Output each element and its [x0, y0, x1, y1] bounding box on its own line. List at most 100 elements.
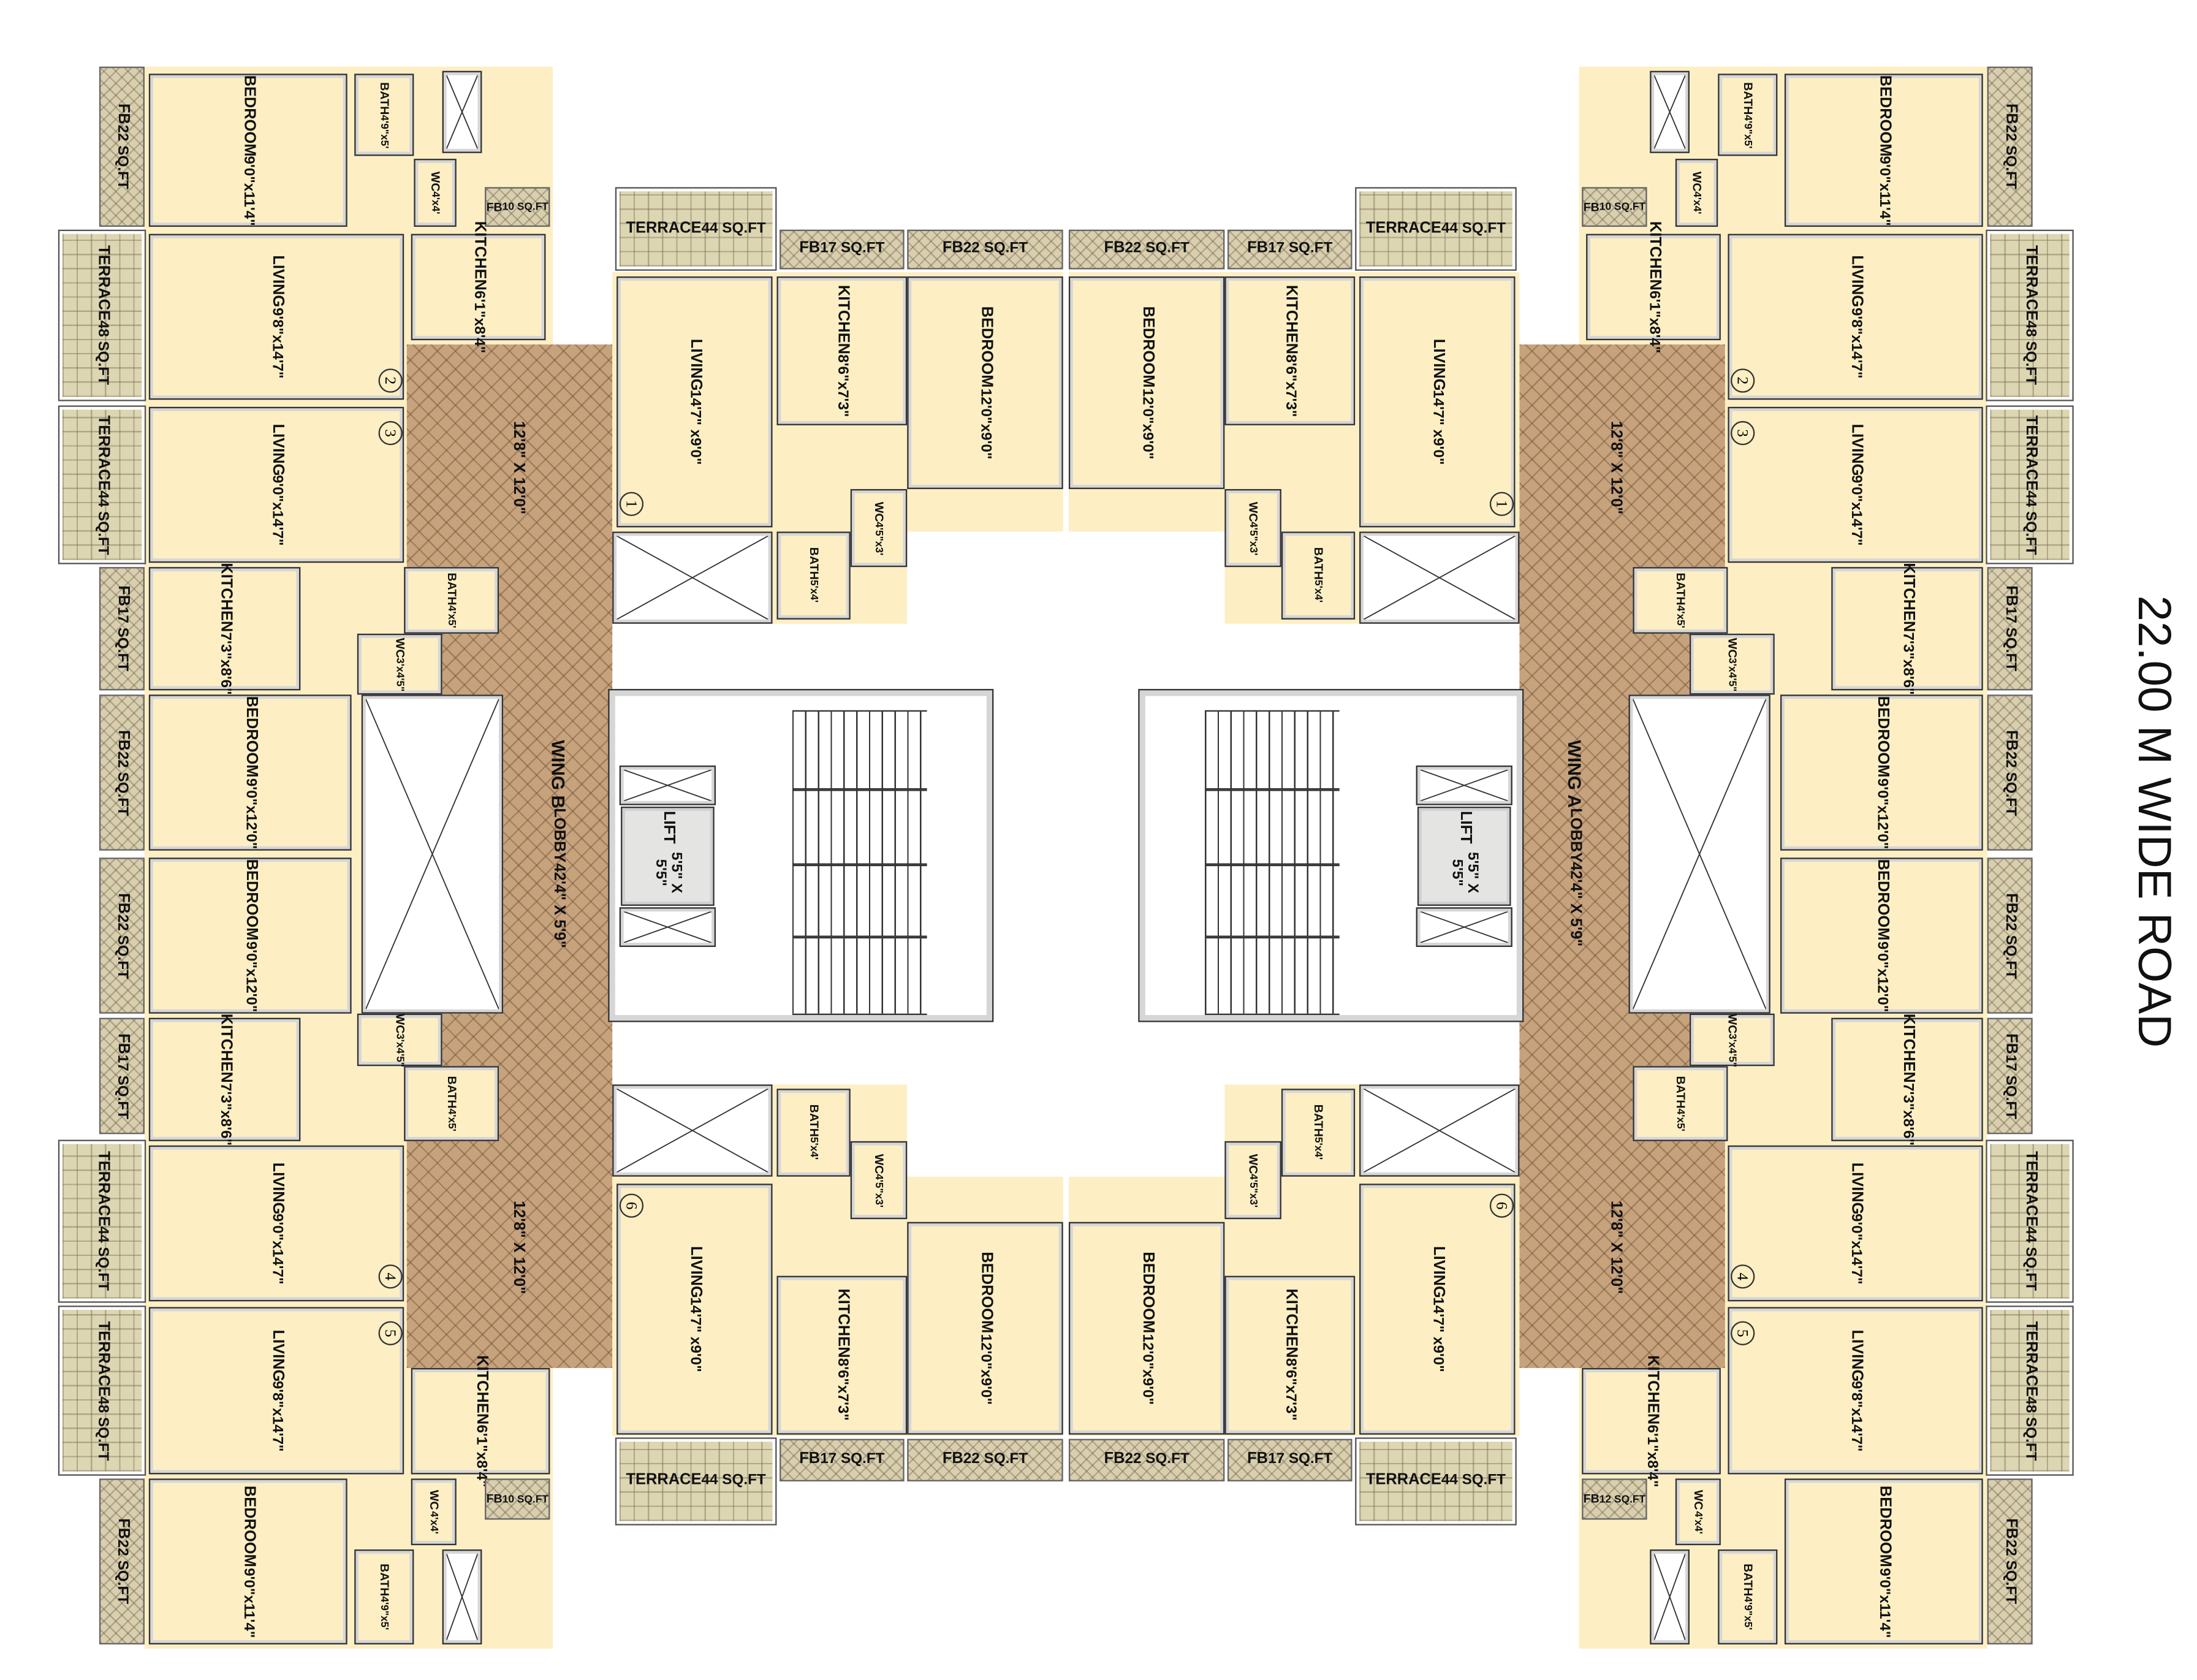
- room-size: 17 SQ.FT: [820, 1451, 885, 1468]
- landing-label: 12'8" X 12'0": [425, 362, 610, 574]
- room-size: 4'9"x5': [378, 114, 392, 148]
- room-size: 44 SQ.FT: [701, 1472, 766, 1489]
- room-name: FB: [114, 586, 132, 607]
- room-name: LIVING: [687, 338, 705, 390]
- room-name: FB: [2002, 892, 2020, 914]
- room-size: 9'0"x14'7": [1847, 1214, 1865, 1285]
- room-size: 8'6"x7'3": [834, 1358, 851, 1421]
- room-size: 12'0"x9'0": [1139, 388, 1156, 459]
- stair-flight: [1204, 788, 1340, 867]
- room-size: 44 SQ.FT: [94, 490, 112, 555]
- room-name: FB: [486, 1491, 503, 1506]
- room-size: 22 SQ.FT: [1125, 1451, 1190, 1468]
- shaft-cross-icon: [1421, 911, 1508, 943]
- room-size: 3'x4'5": [1726, 1033, 1739, 1067]
- room-size: 22 SQ.FT: [114, 1539, 131, 1605]
- room-size: 14'7" x9'0": [686, 390, 704, 466]
- landing-label: 12'8" X 12'0": [425, 1141, 610, 1354]
- stair-flight: [1204, 710, 1340, 791]
- room-name: WC: [1725, 637, 1740, 658]
- room-name: BEDROOM: [1139, 306, 1156, 389]
- room-name: LIVING: [268, 1161, 286, 1214]
- room-size: 44 SQ.FT: [2022, 1226, 2040, 1291]
- room-name: TERRACE: [1365, 219, 1441, 237]
- room-size: 17 SQ.FT: [2002, 607, 2019, 672]
- shaft-cross-icon: [447, 1554, 478, 1640]
- shaft-cross-icon: [1364, 1089, 1515, 1172]
- room-size: 4'x5': [446, 1108, 459, 1131]
- room-size: 44 SQ.FT: [1441, 219, 1506, 237]
- landing-label: 12'8" X 12'0": [1522, 1141, 1707, 1354]
- room-name: FB: [1247, 240, 1269, 257]
- room-size: 12 SQ.FT: [1599, 1492, 1646, 1505]
- room-name: FB: [114, 892, 132, 914]
- room-name: WC: [1246, 1153, 1261, 1174]
- room-name: WC: [1691, 1490, 1706, 1511]
- duct-shaft: [619, 907, 716, 948]
- room-name: LIFT: [660, 810, 678, 844]
- room-name: FB: [942, 1450, 963, 1468]
- duct-shaft: [1359, 1084, 1520, 1177]
- room-size: 44 SQ.FT: [2022, 490, 2040, 555]
- room-label: 12'8" X 12'0": [1522, 362, 1707, 574]
- room-size: 48 SQ.FT: [94, 1396, 112, 1461]
- room-size: 9'0"x12'0": [242, 941, 260, 1012]
- duct-shaft: [1359, 531, 1520, 624]
- room-label: 12'8" X 12'0": [425, 362, 610, 574]
- room-name: LIVING: [1848, 255, 1865, 308]
- room-name: WC: [393, 1013, 408, 1033]
- room-size: 12'0"x9'0": [1139, 1333, 1156, 1405]
- duct-shaft: [1650, 1549, 1690, 1644]
- door-number: 6: [1489, 1193, 1514, 1218]
